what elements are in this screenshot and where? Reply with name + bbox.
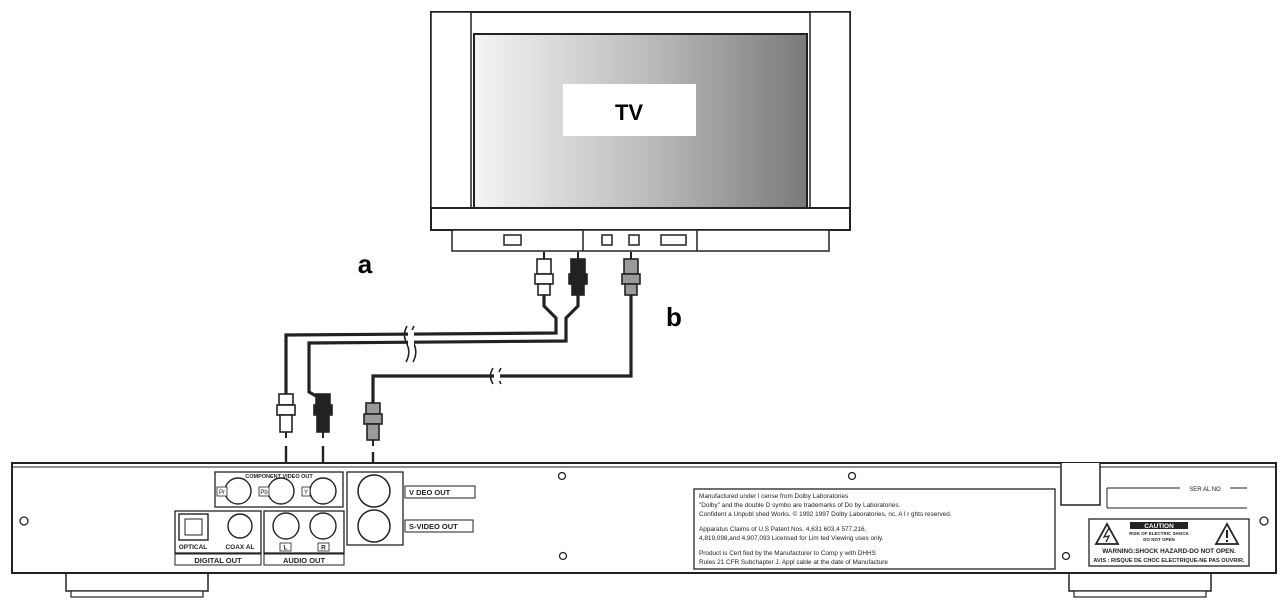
serial-number-area: SER AL NO xyxy=(1106,483,1247,509)
caution-label: CAUTION RISK OF ELECTRIC SHOCK DO NOT OP… xyxy=(1088,518,1250,567)
jack-pr xyxy=(224,477,252,505)
jack-audio-r xyxy=(309,512,337,540)
audio-r-label: R xyxy=(321,545,326,552)
video-out-group: V DEO OUT S-VIDEO OUT xyxy=(346,471,476,546)
screw-icon xyxy=(558,551,568,561)
tv-jack xyxy=(628,234,640,246)
player-foot xyxy=(1068,572,1212,592)
component-video-out-group: COMPONENT VIDEO OUT Pr Pb Y xyxy=(214,471,344,508)
caution-sub: DO NOT OPEN xyxy=(1143,537,1175,542)
rca-plug-white xyxy=(276,393,296,438)
tv-illustration: TV xyxy=(430,11,851,252)
tv-label-box xyxy=(563,84,696,136)
coaxial-jack xyxy=(227,513,253,539)
rca-plug-red xyxy=(568,252,588,296)
audio-cable-red xyxy=(307,295,580,402)
tv-jack xyxy=(601,234,613,246)
jack-y xyxy=(309,477,337,505)
coaxial-label: COAX AL xyxy=(225,544,254,551)
tv-label: TV xyxy=(615,100,643,125)
legal-line: Product is Cert fied by the Manufacturer… xyxy=(699,550,876,557)
legal-line: 4,819,098,and 4,907,093 Licensed for Lim… xyxy=(699,535,884,542)
tv-base xyxy=(451,229,830,252)
legal-line: Apparatus Claims of U.S Patent Nos. 4,63… xyxy=(699,526,867,533)
audio-out-group: L R AUDIO OUT xyxy=(263,510,345,566)
cable-break-gap xyxy=(408,330,414,346)
rca-plug-white xyxy=(534,252,554,296)
callout-a: a xyxy=(358,249,373,279)
player-foot xyxy=(65,572,209,592)
audio-l-label: L xyxy=(284,545,288,552)
dvd-rear-panel: COMPONENT VIDEO OUT Pr Pb Y V DEO OUT S-… xyxy=(11,462,1277,598)
s-video-plug xyxy=(621,252,641,296)
audio-out-label: AUDIO OUT xyxy=(283,556,326,565)
s-video-plug xyxy=(363,402,383,446)
s-video-cable xyxy=(371,295,633,403)
warning-text: WARNING:SHOCK HAZARD-DO NOT OPEN. xyxy=(1102,548,1236,555)
screw-icon xyxy=(19,516,29,526)
dolby-notice-label: Manufactured under l cense from Dolby La… xyxy=(693,488,1056,570)
tv-jack xyxy=(503,234,522,246)
screw-icon xyxy=(1061,551,1071,561)
legal-line: "Dolby" and the double D symbo are trade… xyxy=(699,502,901,509)
screw-icon xyxy=(1259,516,1269,526)
caution-title: CAUTION xyxy=(1144,523,1174,530)
video-out-label: V DEO OUT xyxy=(409,488,451,497)
digital-out-group: OPTICAL COAX AL DIGITAL OUT xyxy=(174,510,262,566)
rca-plug-red xyxy=(313,393,333,438)
tv-jack xyxy=(660,234,687,246)
component-video-out-label: COMPONENT VIDEO OUT xyxy=(245,474,313,480)
digital-out-label: DIGITAL OUT xyxy=(194,556,242,565)
jack-video xyxy=(357,474,391,508)
legal-line: Confident a Unpubl shed Works. © 1992 19… xyxy=(699,510,952,518)
cable-break-gap xyxy=(494,372,500,381)
pb-label: Pb xyxy=(260,490,268,496)
screw-icon xyxy=(847,471,857,481)
jack-s-video xyxy=(357,509,391,543)
caution-sub: RISK OF ELECTRIC SHOCK xyxy=(1129,531,1189,536)
optical-label: OPTICAL xyxy=(179,544,208,551)
y-label: Y xyxy=(304,490,308,496)
callout-b: b xyxy=(666,302,682,332)
shock-warning-icon xyxy=(1094,522,1120,545)
legal-line: Rules 21 CFR Subchapter J. Appl cable at… xyxy=(699,559,888,566)
pr-label: Pr xyxy=(219,490,225,496)
serial-no-label: SER AL NO xyxy=(1189,487,1221,493)
jack-pb xyxy=(267,477,295,505)
legal-line: Manufactured under l cense from Dolby La… xyxy=(699,493,848,500)
audio-cable-white xyxy=(284,295,558,394)
avis-text: AVIS : RISQUE DE CHOC ELECTRIQUE-NE PAS … xyxy=(1093,558,1245,564)
screw-icon xyxy=(557,471,567,481)
s-video-out-label: S-VIDEO OUT xyxy=(409,522,458,531)
jack-audio-l xyxy=(272,512,300,540)
